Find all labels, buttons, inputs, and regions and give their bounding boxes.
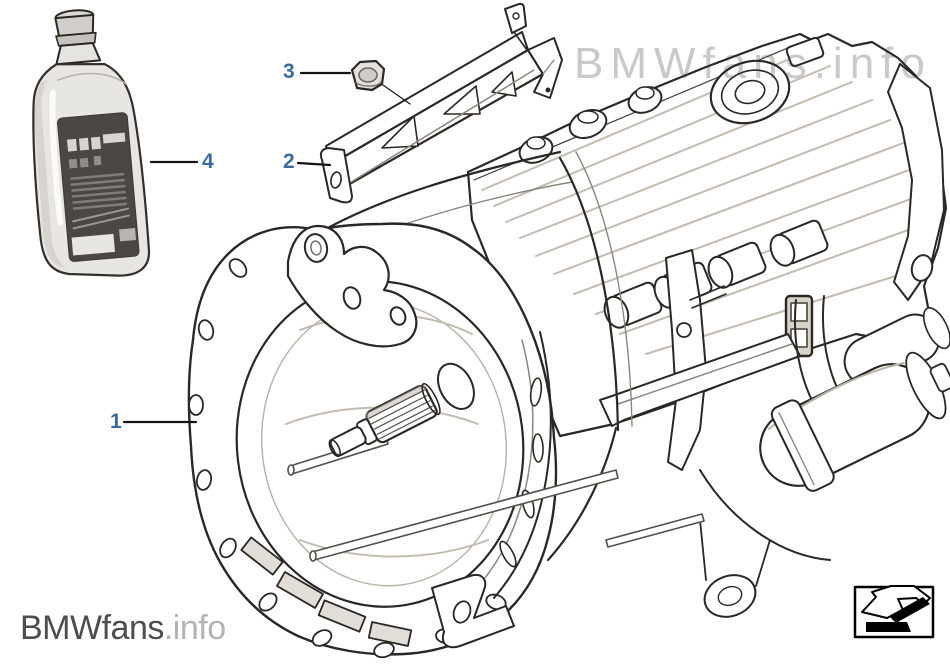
bell-housing-illustration [187,222,705,659]
return-arrow-icon [861,585,931,632]
callout-3[interactable]: 3 [283,60,295,83]
actuator-cylinder-illustration [699,307,950,618]
gearbox-body-illustration [466,32,948,471]
callout-1[interactable]: 1 [110,410,122,433]
watermark: BMWfans.info [574,39,932,88]
site-logo-tld: .info [163,609,226,647]
input-shaft-illustration [328,362,475,458]
mounting-bracket-illustration [319,2,563,204]
callout-leader-lines [122,71,411,424]
diagram-nav-arrow-button[interactable] [853,585,935,639]
callout-4[interactable]: 4 [202,150,214,173]
site-logo-name: BMWfans [20,609,164,647]
site-logo: BMWfans.info [20,611,226,645]
callout-2[interactable]: 2 [283,150,295,173]
oil-bottle-illustration [32,9,150,277]
hex-nut-illustration [350,59,386,92]
